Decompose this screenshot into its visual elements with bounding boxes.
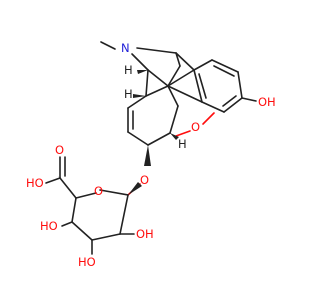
bond-n-c <box>131 53 149 71</box>
bond-c13-ar <box>167 69 195 87</box>
label-furan-o: O <box>191 120 200 134</box>
bond-c13-c12 <box>167 85 203 103</box>
bond-c5-c4 <box>71 197 77 223</box>
label-phenol-oh: OH <box>258 95 276 109</box>
bond-o-ar <box>202 112 215 125</box>
wedge-c6-o <box>144 145 151 166</box>
label-h-top: H <box>124 63 133 77</box>
label-glyc-o: O <box>140 173 149 187</box>
structure-canvas: N H H H OH O O O O HO HO HO OH <box>26 41 276 269</box>
bond-ro-c5 <box>75 192 97 199</box>
bond-c9-c14 <box>145 69 149 97</box>
wedge-cooh <box>58 176 76 198</box>
skeleton-stereo <box>133 70 179 166</box>
skeleton-bonds <box>100 41 257 146</box>
bond-ar-inner <box>213 65 235 77</box>
bond-c13-c5 <box>167 85 179 107</box>
label-oh-right: OH <box>136 227 154 241</box>
wedge-h-right <box>170 133 179 140</box>
bond-phenol <box>241 97 257 102</box>
bond-c6-c5 <box>147 132 171 146</box>
bond-methyl-n <box>100 41 116 50</box>
bond-ar <box>193 69 203 103</box>
bond-c5-o <box>175 130 191 137</box>
label-oh-bottom: HO <box>78 255 96 269</box>
glucuronide-bonds <box>45 156 141 255</box>
bond-c14-c8 <box>127 95 147 109</box>
label-oh-left: HO <box>40 219 58 233</box>
bond-ar-inner <box>198 73 207 99</box>
molecule-diagram: N H H H OH O O O O HO HO HO OH <box>26 41 276 269</box>
bond-bridge <box>175 52 195 71</box>
bond-ar <box>211 59 239 73</box>
bond-c13-c15 <box>167 65 181 87</box>
glucuronide-stereo <box>58 176 142 198</box>
bond-c3-c2 <box>91 233 121 241</box>
bond-ar <box>193 59 213 71</box>
bond-ar-inner <box>222 95 237 107</box>
bond-c4-oh <box>61 221 73 227</box>
bond-c14-c13 <box>145 85 169 97</box>
bond-c2-c1 <box>119 194 129 235</box>
bond-c15-c16 <box>175 52 181 67</box>
bond-n-bridge <box>136 47 177 54</box>
bond-ar <box>237 71 243 99</box>
label-acid-o: O <box>55 143 64 157</box>
wedge-anomeric <box>128 182 142 195</box>
bond-ar <box>223 97 243 113</box>
wedge-h-top <box>137 70 148 74</box>
bond-c9-c13 <box>147 69 169 87</box>
atom-labels: N H H H OH O O O O HO HO HO OH <box>26 41 276 269</box>
label-h-mid: H <box>124 87 133 101</box>
label-h-right: H <box>178 137 187 151</box>
label-n: N <box>121 41 130 55</box>
bond-c4-c3 <box>71 221 93 241</box>
bond-ar <box>201 101 225 113</box>
bond-coh <box>45 177 61 184</box>
label-ring-o: O <box>94 184 103 198</box>
bond-c7-c6 <box>127 131 149 146</box>
wedge-h-mid <box>133 94 146 98</box>
bond-c1-ro <box>99 189 129 196</box>
bond-c5-c13 <box>169 105 179 134</box>
label-acid-ho: HO <box>26 176 44 190</box>
